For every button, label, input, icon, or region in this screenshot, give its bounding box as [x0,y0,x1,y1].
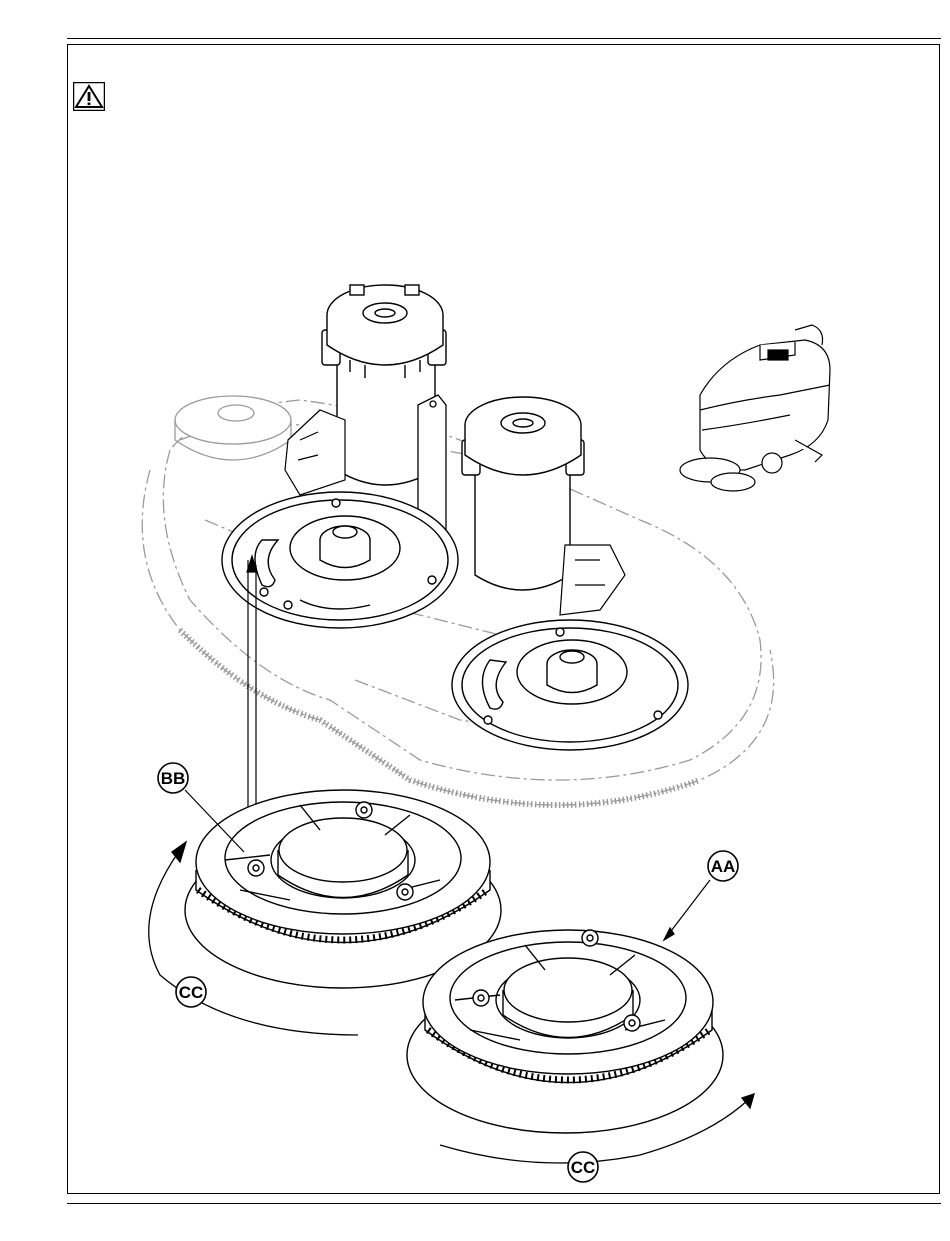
ghost-pad-left [175,396,291,460]
drive-hub-left [222,492,458,628]
callout-cc-right: CC [568,1152,598,1182]
drive-hub-right [452,620,688,750]
machine-thumbnail-icon [680,325,830,491]
svg-text:CC: CC [571,1158,596,1177]
pad-driver-right [407,930,723,1133]
scrub-deck-ghost [142,400,773,805]
bottom-rule [67,1203,941,1204]
callout-bb: BB [158,763,188,793]
svg-text:AA: AA [711,857,736,876]
brush-drive-illustration: BB AA CC CC [68,45,938,1191]
svg-text:BB: BB [161,769,186,788]
gear-housing-left [285,410,345,495]
svg-text:CC: CC [179,983,204,1002]
rotation-arrow-right [440,1094,754,1163]
gear-housing-right [560,545,625,615]
top-rule [67,38,941,39]
callout-cc-left: CC [176,977,206,1007]
callout-aa: AA [708,851,738,881]
